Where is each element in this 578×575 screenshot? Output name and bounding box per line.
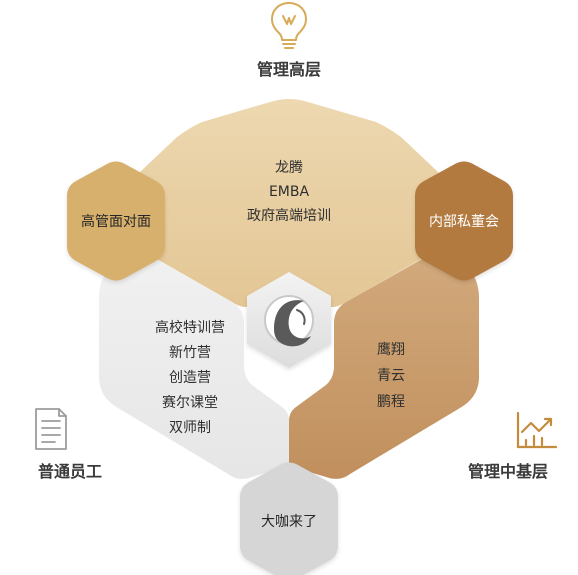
left-section-shape: [99, 250, 289, 479]
hex-bottom-shape: [240, 462, 338, 575]
right-section-line-1: 鹰翔: [377, 342, 405, 358]
hex-right-shape: [415, 161, 513, 281]
top-section-shape: [132, 99, 446, 307]
hex-right-label: 内部私董会: [429, 214, 499, 230]
left-section-line-2: 新竹营: [169, 345, 211, 361]
lightbulb-icon: [271, 2, 307, 49]
top-section-line-2: EMBA: [269, 184, 310, 200]
top-section-line-3: 政府高端培训: [247, 207, 331, 224]
left-section-line-5: 双师制: [169, 420, 211, 436]
hex-right-group: 内部私董会: [415, 161, 513, 281]
left-heading: 普通员工: [38, 462, 102, 481]
hex-left-shape: [67, 161, 165, 281]
center-logo-group: [247, 272, 331, 368]
top-heading: 管理高层: [257, 60, 321, 79]
right-section-line-2: 青云: [377, 368, 405, 384]
leaf-logo-icon: [274, 300, 311, 347]
right-section-shape: [289, 250, 479, 479]
growth-chart-icon: [516, 411, 558, 449]
hex-left-label: 高管面对面: [81, 213, 151, 230]
right-heading-group: 管理中基层: [468, 411, 558, 481]
right-heading: 管理中基层: [468, 462, 548, 481]
left-heading-group: 普通员工: [35, 408, 102, 481]
top-section-group: 龙腾 EMBA 政府高端培训: [132, 99, 446, 307]
hex-bottom-label: 大咖来了: [261, 514, 317, 530]
top-heading-group: 管理高层: [257, 2, 321, 79]
left-section-line-3: 创造营: [169, 370, 211, 386]
right-section-line-3: 鹏程: [377, 394, 405, 410]
left-section-line-1: 高校特训营: [155, 319, 225, 336]
top-section-line-1: 龙腾: [275, 159, 303, 176]
left-section-group: 高校特训营 新竹营 创造营 赛尔课堂 双师制: [99, 250, 289, 479]
right-section-group: 鹰翔 青云 鹏程: [289, 250, 479, 479]
document-icon: [35, 408, 67, 450]
hex-bottom-group: 大咖来了: [240, 462, 338, 575]
hex-left-group: 高管面对面: [67, 161, 165, 281]
left-section-line-4: 赛尔课堂: [162, 395, 218, 411]
